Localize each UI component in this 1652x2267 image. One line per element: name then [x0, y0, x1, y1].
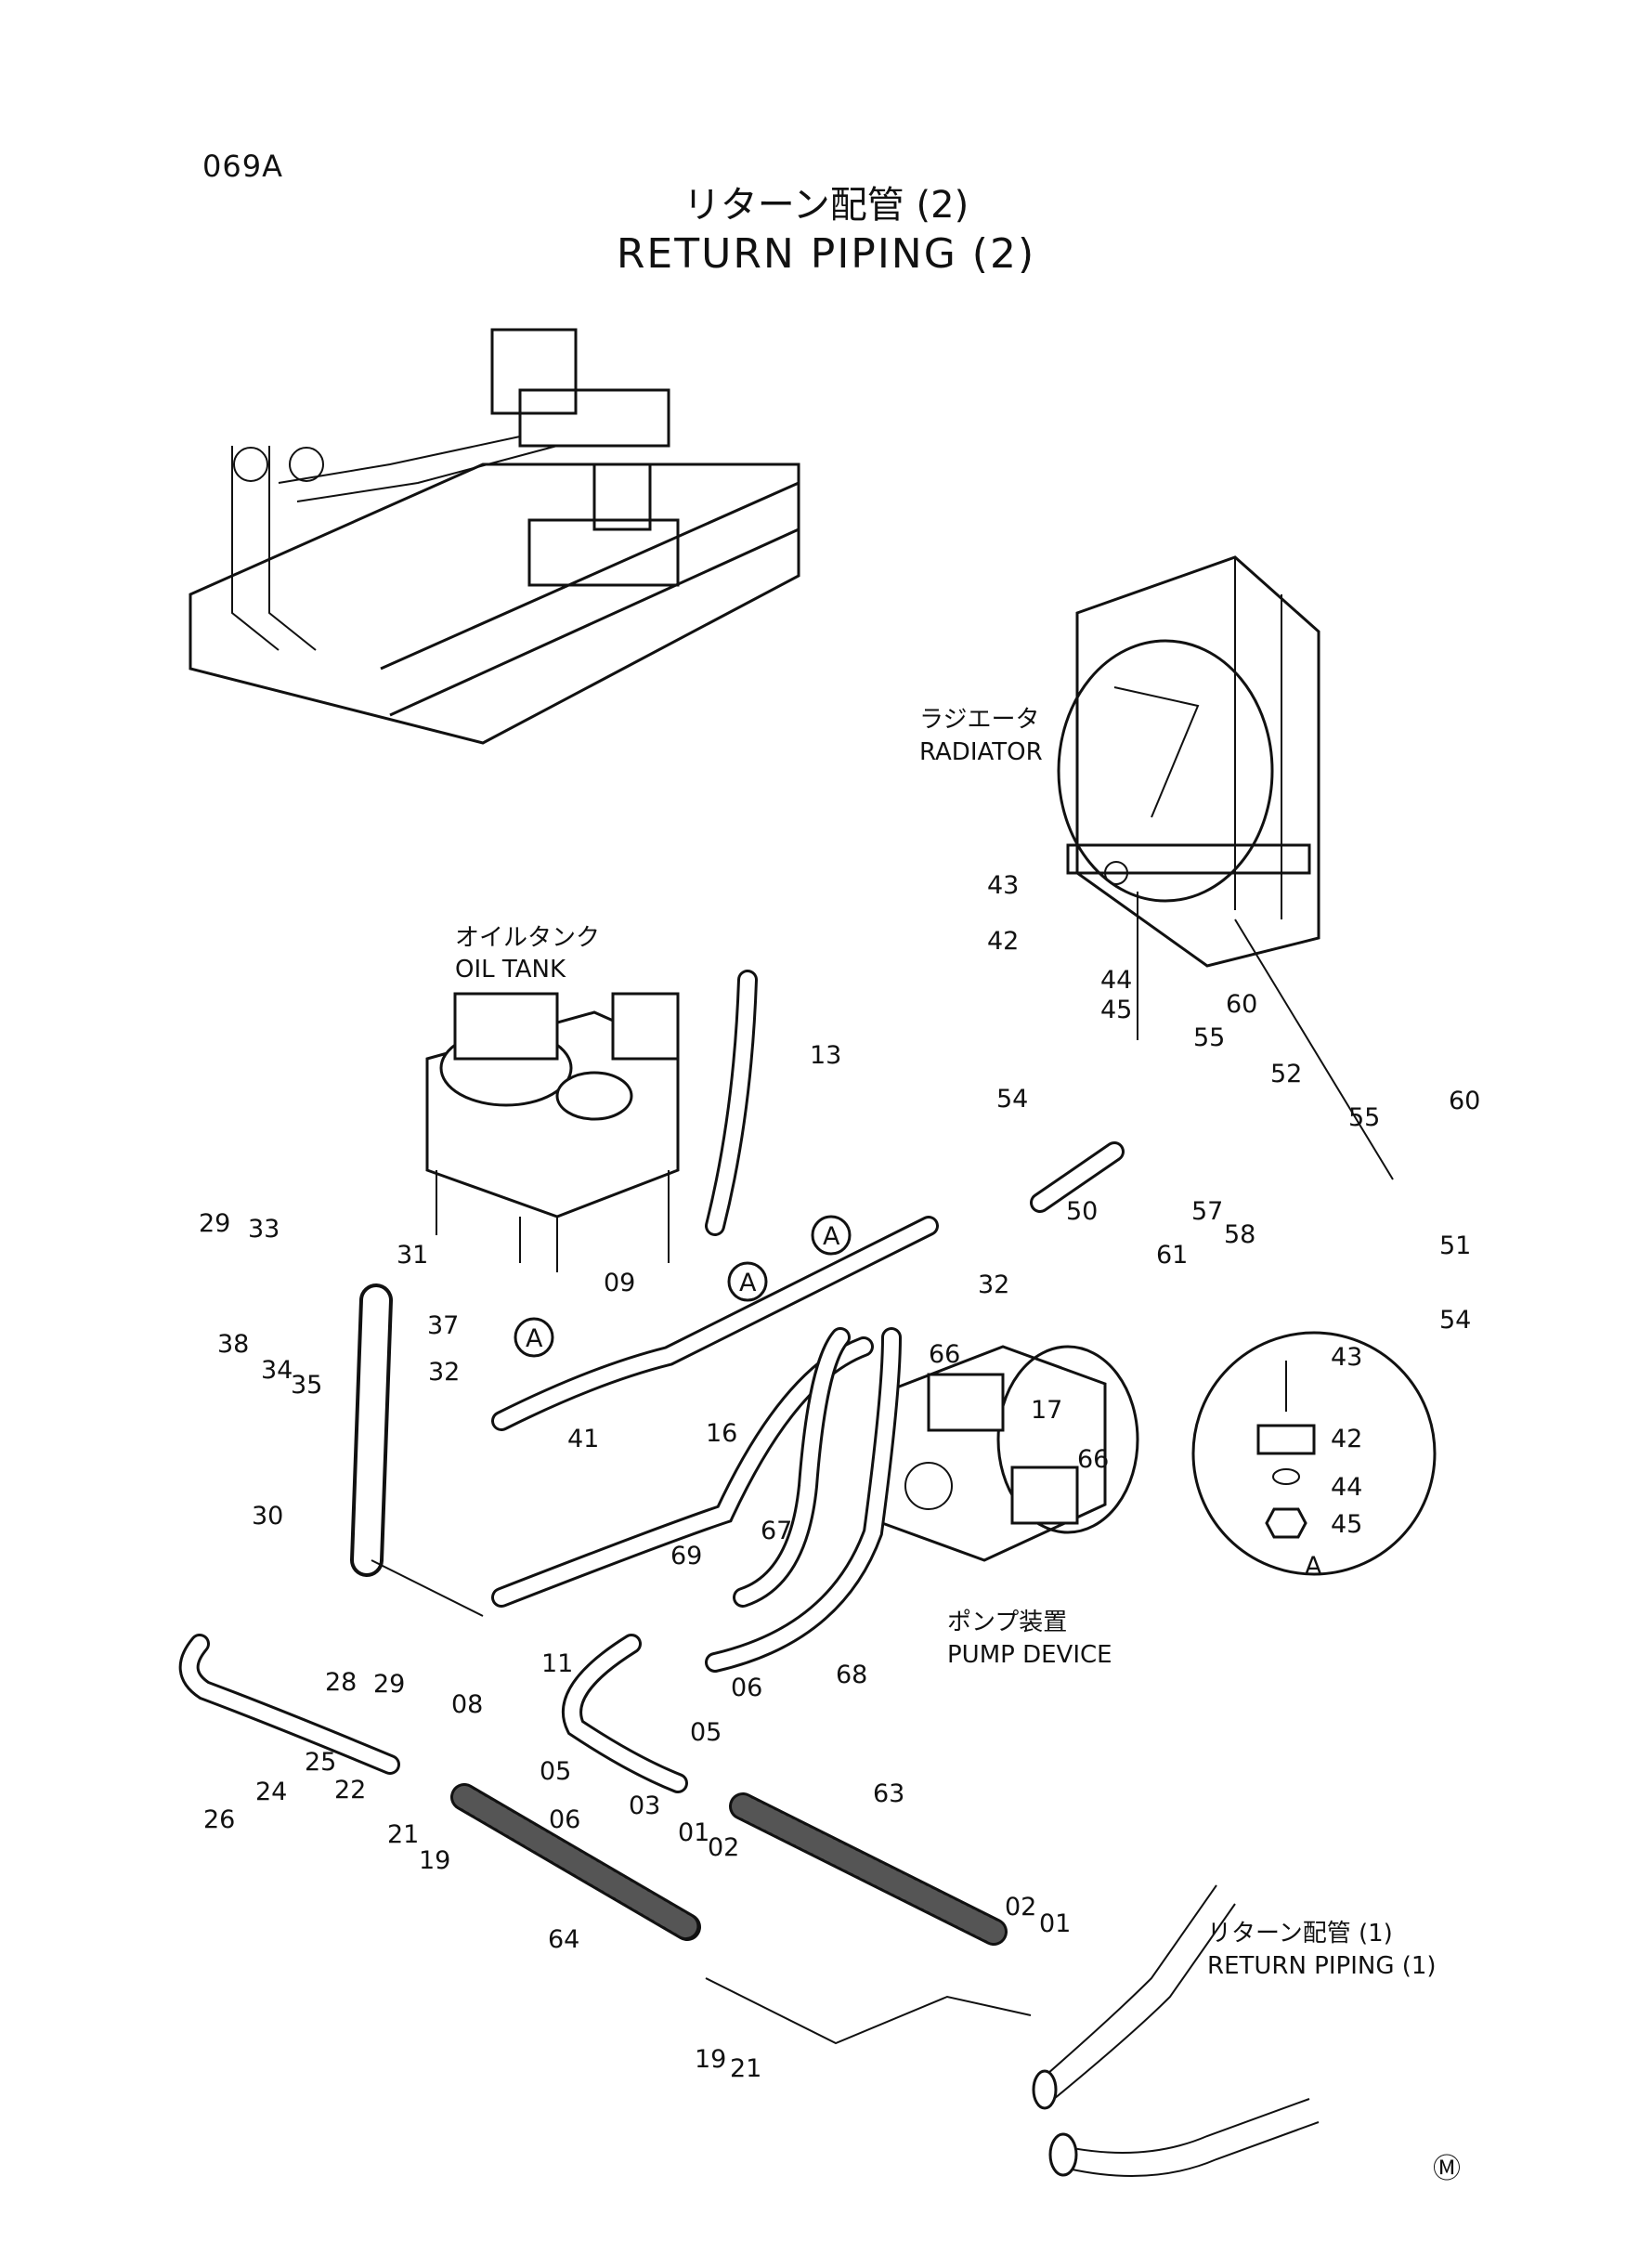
callout-61: 61 — [1156, 1241, 1188, 1270]
pump-device-label-japanese: ポンプ装置 — [947, 1609, 1067, 1636]
callout-19: 19 — [419, 1846, 450, 1875]
callout-60: 60 — [1226, 990, 1257, 1019]
oil-tank-label-japanese: オイルタンク — [455, 924, 600, 952]
oil-tank-illustration — [425, 992, 680, 1272]
callout-37: 37 — [427, 1311, 459, 1340]
callout-06: 06 — [549, 1805, 580, 1834]
callout-06: 06 — [731, 1674, 762, 1702]
callout-52: 52 — [1270, 1060, 1302, 1088]
callout-43: 43 — [987, 871, 1019, 900]
reference-a-label: A — [739, 1269, 757, 1297]
callout-30: 30 — [252, 1502, 283, 1531]
manufacturer-mark: Ⓜ — [1433, 2153, 1461, 2185]
callout-32: 32 — [978, 1270, 1009, 1299]
callout-58: 58 — [1224, 1220, 1255, 1249]
callout-68: 68 — [836, 1661, 867, 1689]
callout-54: 54 — [1439, 1306, 1471, 1335]
page-title: RETURN PIPING (2) — [616, 230, 1036, 278]
piping-layout — [178, 892, 1394, 2045]
callout-31: 31 — [397, 1241, 428, 1270]
detail-callout-45: 45 — [1331, 1510, 1362, 1539]
detail-callout-44: 44 — [1331, 1473, 1362, 1502]
callout-25: 25 — [305, 1748, 336, 1777]
callout-57: 57 — [1191, 1197, 1223, 1226]
callout-03: 03 — [629, 1791, 660, 1820]
callout-41: 41 — [567, 1425, 599, 1453]
radiator-label-japanese: ラジエータ — [919, 706, 1039, 734]
callout-55: 55 — [1193, 1023, 1225, 1052]
document-code: 069A — [202, 149, 283, 184]
callout-05: 05 — [690, 1718, 722, 1747]
callout-28: 28 — [325, 1668, 357, 1697]
callout-63: 63 — [873, 1779, 904, 1808]
detail-callout-43: 43 — [1331, 1343, 1362, 1372]
callout-05: 05 — [540, 1757, 571, 1786]
callout-38: 38 — [217, 1330, 249, 1359]
radiator-label: RADIATOR — [919, 738, 1043, 766]
callout-50: 50 — [1066, 1197, 1098, 1226]
callout-66: 66 — [929, 1340, 960, 1369]
callout-19: 19 — [695, 2045, 726, 2074]
detail-callout-42: 42 — [1331, 1425, 1362, 1453]
callout-08: 08 — [451, 1690, 483, 1719]
oil-tank-label: OIL TANK — [455, 956, 566, 984]
machine-overview-illustration — [189, 328, 800, 745]
callout-44: 44 — [1100, 966, 1132, 995]
callout-55: 55 — [1348, 1103, 1380, 1132]
callout-29: 29 — [373, 1670, 405, 1699]
return-piping-1-reference-illustration — [1032, 1884, 1320, 2177]
callout-22: 22 — [334, 1776, 366, 1804]
callout-42: 42 — [987, 927, 1019, 956]
detail-callout-a: A — [1305, 1552, 1322, 1581]
callout-02: 02 — [708, 1833, 739, 1862]
callout-67: 67 — [761, 1517, 792, 1545]
callout-54: 54 — [996, 1085, 1028, 1114]
callout-66: 66 — [1077, 1445, 1109, 1474]
callout-24: 24 — [255, 1778, 287, 1806]
callout-02: 02 — [1005, 1893, 1036, 1922]
page-title-japanese: リターン配管 (2) — [683, 184, 969, 227]
callout-29: 29 — [199, 1209, 230, 1238]
callout-69: 69 — [670, 1542, 702, 1570]
callout-33: 33 — [248, 1215, 280, 1244]
callout-21: 21 — [730, 2054, 761, 2083]
reference-a-markers — [514, 1215, 852, 1358]
reference-a-label: A — [526, 1324, 543, 1353]
pump-device-label: PUMP DEVICE — [947, 1641, 1112, 1669]
callout-35: 35 — [291, 1371, 322, 1400]
callout-11: 11 — [541, 1649, 573, 1678]
callout-13: 13 — [810, 1041, 841, 1070]
callout-64: 64 — [548, 1925, 579, 1954]
reference-a-label: A — [823, 1222, 840, 1251]
radiator-illustration — [1057, 555, 1320, 968]
callout-16: 16 — [706, 1419, 737, 1448]
callout-45: 45 — [1100, 996, 1132, 1024]
callout-17: 17 — [1031, 1396, 1062, 1425]
callout-34: 34 — [261, 1356, 293, 1385]
callout-01: 01 — [678, 1818, 709, 1847]
return-piping-1-label: RETURN PIPING (1) — [1207, 1952, 1437, 1980]
return-piping-1-label-japanese: リターン配管 (1) — [1207, 1920, 1393, 1948]
callout-26: 26 — [203, 1805, 235, 1834]
callout-60: 60 — [1449, 1087, 1480, 1115]
callout-51: 51 — [1439, 1231, 1471, 1260]
detail-a-view — [1191, 1331, 1437, 1576]
callout-09: 09 — [604, 1269, 635, 1297]
callout-21: 21 — [387, 1820, 419, 1849]
callout-32: 32 — [428, 1358, 460, 1387]
callout-01: 01 — [1039, 1909, 1071, 1938]
